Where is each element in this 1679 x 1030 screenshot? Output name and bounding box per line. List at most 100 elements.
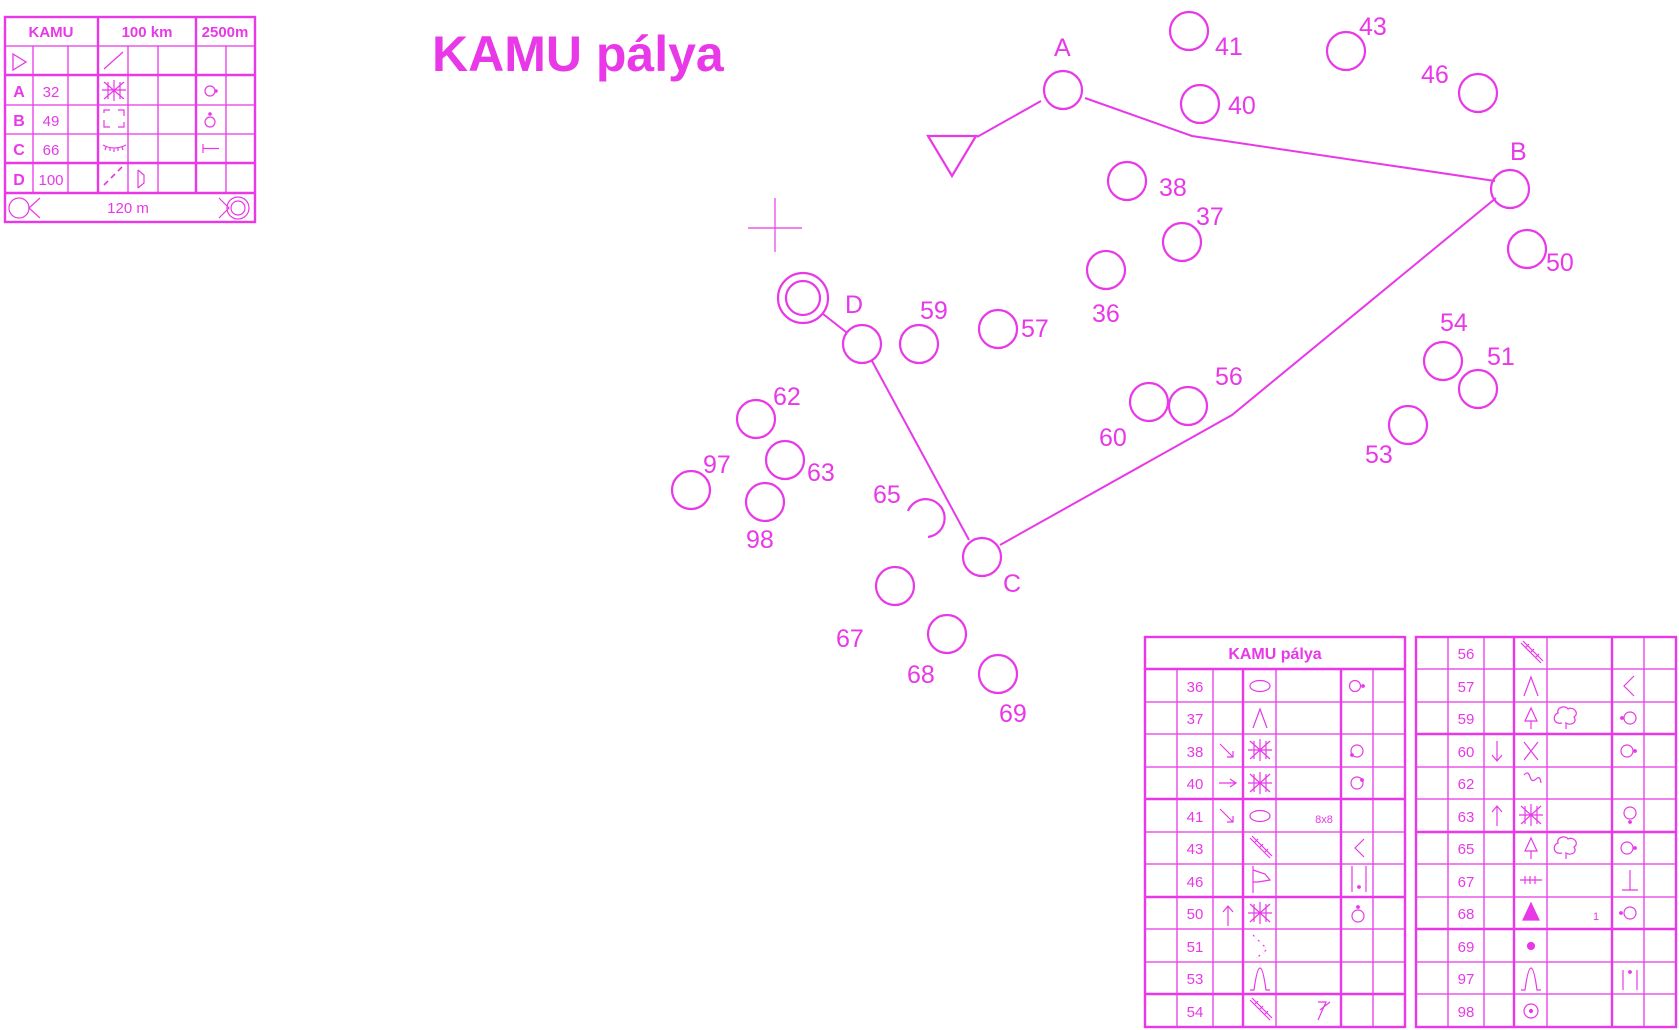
control-number: 63 (1458, 809, 1475, 826)
course-card: KAMU 100 km 2500m A B C D 32 49 66 100 (3, 15, 257, 224)
control-label: 40 (1228, 92, 1256, 120)
control-label: 53 (1365, 441, 1393, 469)
knoll-south-icon (1623, 806, 1637, 820)
row-code: B (13, 113, 25, 130)
control-number: 69 (1458, 939, 1475, 956)
control-label: B (1510, 138, 1527, 166)
course-length: 100 km (122, 24, 173, 41)
control-label: 41 (1215, 33, 1243, 61)
control-label: 98 (746, 526, 774, 554)
control-description-table: KAMU pálya 36 37 38 40 41 43 46 50 51 53… (1143, 635, 1678, 1029)
finish-distance: 120 m (107, 200, 149, 217)
control-label: 36 (1092, 300, 1120, 328)
control-number: 50 (1187, 906, 1204, 923)
control-label: 54 (1440, 309, 1468, 337)
knoll-west-icon (1623, 906, 1637, 920)
south-arrow-icon (1491, 741, 1503, 762)
twin-lines-icon (1622, 970, 1638, 990)
knoll-north-icon (1351, 909, 1365, 923)
control-label: D (845, 291, 863, 319)
control-number: 37 (1187, 711, 1204, 728)
target-icon (1523, 1003, 1539, 1019)
control-circle (1179, 83, 1221, 125)
control-circle-partial (906, 498, 946, 539)
control-label: 60 (1099, 424, 1127, 452)
north-arrow-icon (1222, 905, 1234, 926)
control-label: 59 (920, 297, 948, 325)
crosshair-icon (748, 198, 802, 252)
bush-icon (1553, 836, 1577, 859)
rootstock-icon (1252, 866, 1272, 893)
small-knoll-icon (1249, 809, 1271, 823)
path-icon (103, 166, 123, 186)
control-number: 38 (1187, 744, 1204, 761)
northwest-arrow-icon (1219, 743, 1234, 758)
control-number: 36 (1187, 679, 1204, 696)
control-circle (841, 323, 883, 365)
fence-icon (1249, 835, 1273, 859)
control-label: C (1003, 570, 1021, 598)
knoll-east-icon (1620, 744, 1634, 758)
control-number: 51 (1187, 939, 1204, 956)
control-label: 51 (1487, 343, 1515, 371)
control-label: 46 (1421, 61, 1449, 89)
control-label: 62 (773, 383, 801, 411)
control-number: 67 (1458, 874, 1475, 891)
control-number: 56 (1458, 646, 1475, 663)
thicket-icon (1248, 739, 1272, 761)
row-number: 100 (38, 172, 63, 189)
control-number: 98 (1458, 1004, 1475, 1021)
control-circle (1042, 69, 1084, 111)
row-number: 32 (43, 84, 60, 101)
control-circle (1085, 249, 1127, 291)
control-circle (764, 439, 806, 481)
control-label: 43 (1359, 13, 1387, 41)
control-label: 38 (1159, 174, 1187, 202)
control-label: 67 (836, 625, 864, 653)
crossing-icon (1520, 876, 1542, 884)
thicket-icon (102, 80, 126, 101)
control-circle (1167, 385, 1209, 427)
control-label: 65 (873, 481, 901, 509)
control-number: 43 (1187, 841, 1204, 858)
row-code: A (13, 84, 25, 101)
table-title: KAMU pálya (1228, 646, 1321, 663)
control-number: 40 (1187, 776, 1204, 793)
stream-icon (1523, 772, 1542, 784)
depression-icon (102, 144, 127, 152)
knoll-east-icon (1620, 841, 1634, 855)
control-circles (670, 10, 1548, 695)
dimension-text: 8x8 (1315, 814, 1333, 826)
reentrant-icon (1523, 675, 1539, 697)
slope-icon (103, 51, 124, 70)
row-code: D (13, 172, 25, 189)
control-circle (977, 308, 1019, 350)
control-circle (898, 323, 940, 365)
control-label: 56 (1215, 363, 1243, 391)
knoll-west-icon (1623, 711, 1637, 725)
control-circle (926, 613, 968, 655)
row-code: C (13, 142, 25, 159)
map-title: KAMU pálya (432, 26, 725, 82)
stone-triangle-icon (1522, 901, 1540, 921)
tree-icon (1524, 706, 1538, 729)
course-lines (822, 97, 1497, 546)
control-label: 97 (703, 451, 731, 479)
control-circle (961, 536, 1003, 578)
twin-lines-icon (1351, 866, 1367, 892)
control-label: 57 (1021, 315, 1049, 343)
control-number: 46 (1187, 874, 1204, 891)
knoll-north-icon (204, 112, 216, 128)
course-name: KAMU (29, 24, 74, 41)
control-circle (1325, 30, 1367, 72)
control-label: 63 (807, 459, 835, 487)
navigate-from-last-icon (8, 197, 41, 219)
control-circle (1506, 228, 1548, 270)
start-triangle-icon (12, 52, 28, 72)
knoll-icon (1249, 679, 1271, 693)
t-icon (1622, 870, 1638, 891)
control-label: A (1054, 34, 1071, 62)
dot-icon (1526, 941, 1536, 951)
knoll-east-icon (204, 85, 218, 97)
finish-circle-icon (218, 196, 250, 220)
